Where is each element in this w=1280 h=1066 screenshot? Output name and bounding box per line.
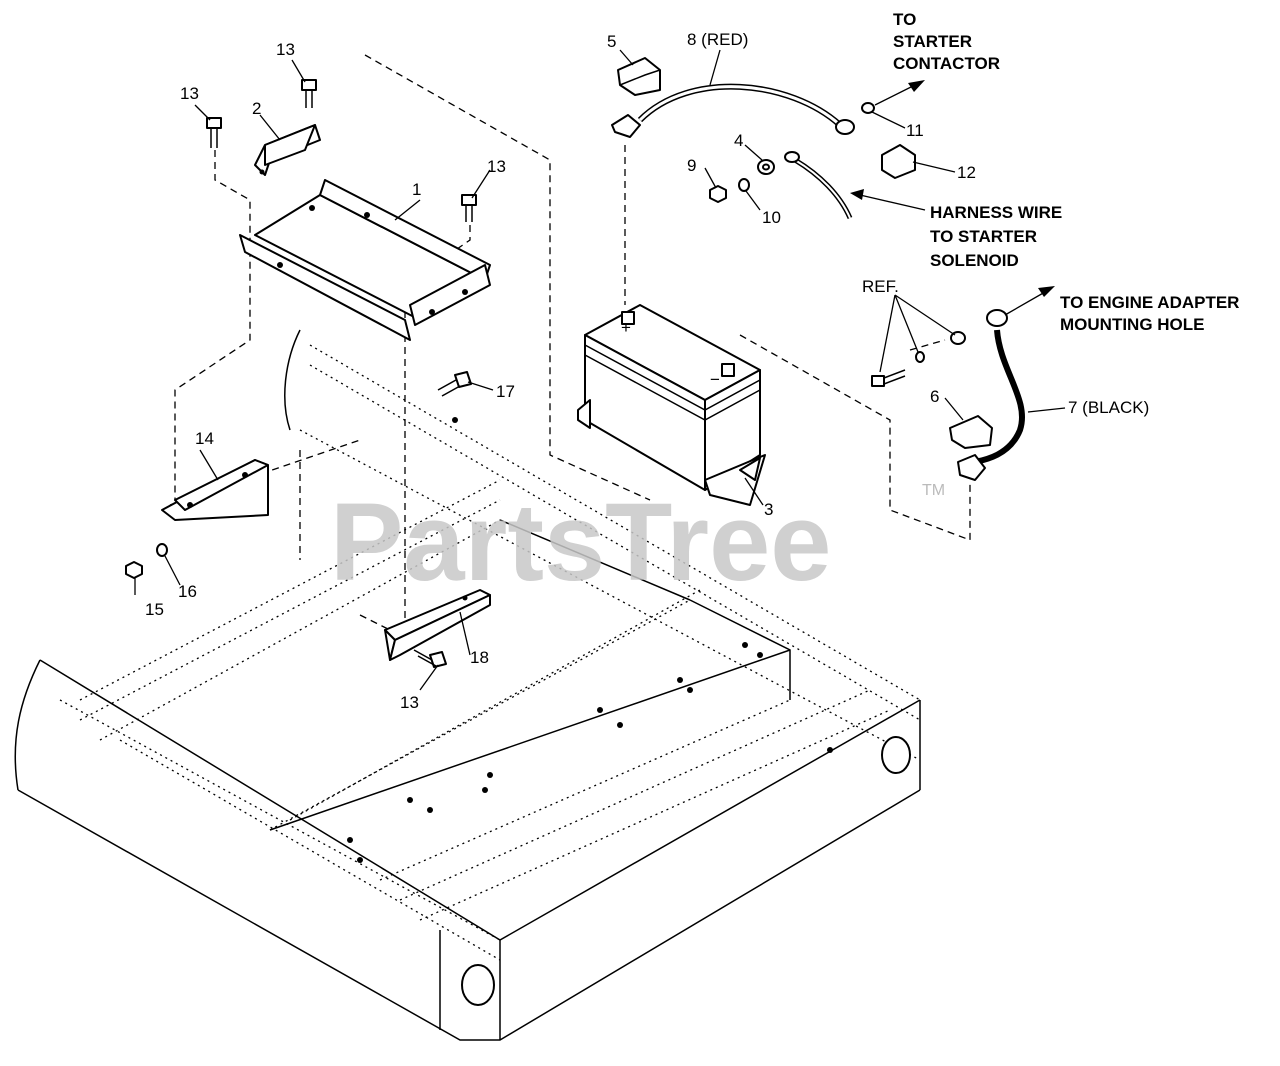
callout-ref: REF.: [862, 277, 899, 296]
callout-16: 16: [178, 582, 197, 601]
callout-14: 14: [195, 429, 214, 448]
harness-wire: [784, 151, 853, 220]
washer-11: [861, 102, 875, 114]
callout-12: 12: [957, 163, 976, 182]
callout-2: 2: [252, 99, 261, 118]
note-harness-line2: TO STARTER: [930, 227, 1037, 246]
nut-15: [125, 561, 143, 579]
callout-3: 3: [764, 500, 773, 519]
nut-part-9: [709, 185, 727, 203]
battery-part-3: + −: [577, 304, 766, 506]
callout-6: 6: [930, 387, 939, 406]
watermark-trademark: TM: [922, 482, 945, 499]
callout-4: 4: [734, 131, 743, 150]
note-engine-line1: TO ENGINE ADAPTER: [1060, 293, 1239, 312]
battery-negative-mark: −: [710, 370, 720, 389]
callout-13-c: 13: [487, 157, 506, 176]
bolt-13-a: [206, 117, 222, 148]
leader-lines: [134, 49, 1066, 691]
terminal-boot-part-6: [949, 415, 993, 449]
bracket-part-14: [161, 459, 269, 521]
bracket-part-18: [384, 589, 491, 661]
callout-1: 1: [412, 180, 421, 199]
terminal-boot-part-12: [881, 144, 916, 179]
bolts: [125, 79, 477, 668]
frame-hole-front: [461, 964, 495, 1006]
callout-17: 17: [496, 382, 515, 401]
callout-18: 18: [470, 648, 489, 667]
callout-7: 7 (BLACK): [1068, 398, 1149, 417]
black-cable-part-7: [957, 309, 1025, 481]
arrows: [850, 80, 1055, 316]
callout-13-d: 13: [400, 693, 419, 712]
note-starter-line3: CONTACTOR: [893, 54, 1000, 73]
note-starter-line2: STARTER: [893, 32, 972, 51]
notes: TO STARTER CONTACTOR HARNESS WIRE TO STA…: [893, 10, 1239, 334]
note-harness-line1: HARNESS WIRE: [930, 203, 1062, 222]
red-cable-part-8: [611, 83, 875, 138]
bolt-13-d: [413, 649, 447, 668]
frame-base: [14, 329, 921, 1041]
note-starter-line1: TO: [893, 10, 916, 29]
note-harness-line3: SOLENOID: [930, 251, 1019, 270]
terminal-boot-part-5: [617, 57, 661, 96]
callout-13-b: 13: [276, 40, 295, 59]
watermark-text: PartsTree: [330, 481, 831, 604]
callout-11: 11: [906, 121, 924, 140]
battery-tray-part-1: [239, 179, 491, 341]
callout-labels: 1 2 3 4 5 6 7 (BLACK) 8 (RED) 9 10 11 12…: [145, 30, 1149, 712]
bolt-13-c: [461, 194, 477, 222]
bolt-13-b: [301, 79, 317, 108]
lockwasher-part-10: [738, 178, 750, 192]
note-engine-line2: MOUNTING HOLE: [1060, 315, 1205, 334]
washer-part-4: [757, 159, 775, 175]
callout-9: 9: [687, 156, 696, 175]
callout-8: 8 (RED): [687, 30, 748, 49]
bolt-17: [437, 371, 472, 397]
callout-13-a: 13: [180, 84, 199, 103]
callout-10: 10: [762, 208, 781, 227]
frame-hole-side: [881, 736, 911, 774]
washer-16: [156, 543, 168, 557]
battery-positive-mark: +: [621, 318, 631, 337]
callout-15: 15: [145, 600, 164, 619]
callout-5: 5: [607, 32, 616, 51]
bracket-part-2: [254, 124, 321, 176]
